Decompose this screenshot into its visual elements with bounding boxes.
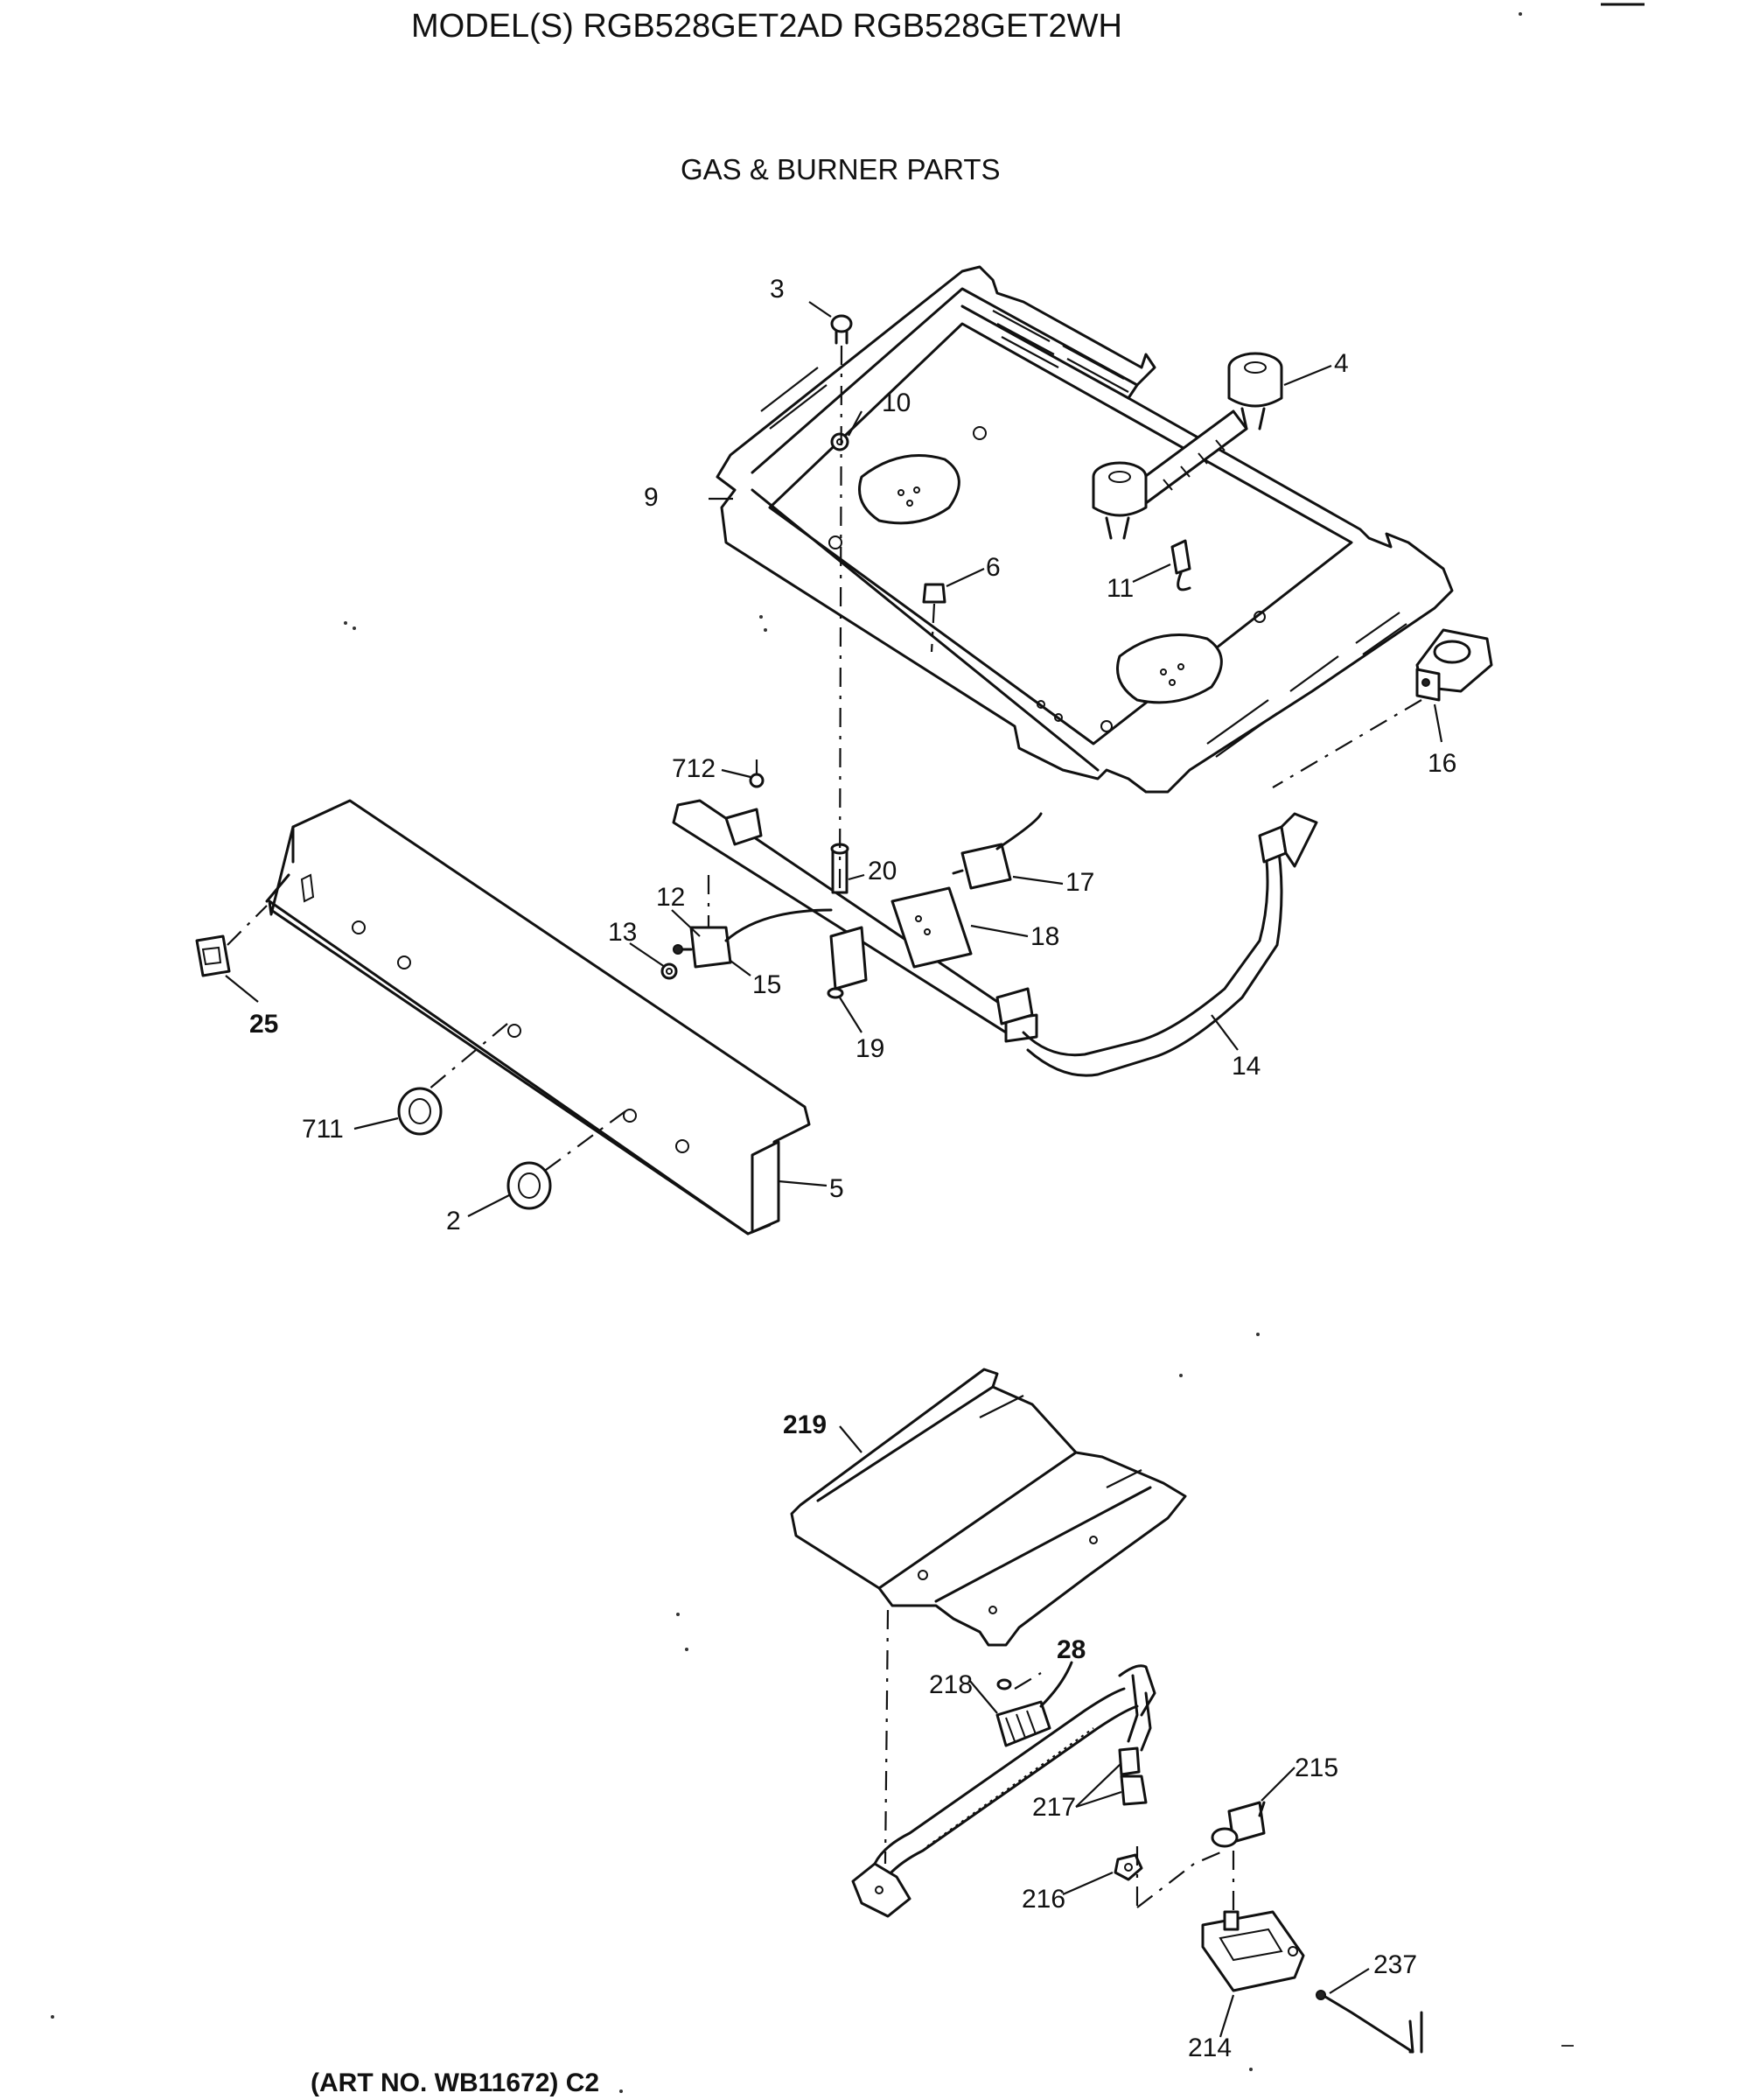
bracket-215 xyxy=(1211,1801,1266,1848)
tube-237 xyxy=(1316,1990,1423,2054)
callout-2: 2 xyxy=(446,1207,461,1236)
callout-25: 25 xyxy=(249,1010,278,1039)
callout-11: 11 xyxy=(1107,574,1134,603)
callout-6: 6 xyxy=(986,553,1001,582)
callout-712: 712 xyxy=(672,754,716,783)
screw-3 xyxy=(830,314,853,345)
callout-3: 3 xyxy=(770,275,785,304)
callout-214: 214 xyxy=(1188,2034,1232,2062)
callout-20: 20 xyxy=(868,857,897,886)
callout-18: 18 xyxy=(1030,922,1059,951)
callout-12: 12 xyxy=(656,883,685,912)
fitting-6 xyxy=(922,583,946,604)
callout-13: 13 xyxy=(608,918,637,947)
assembly-line-orifice xyxy=(838,345,843,893)
assembly-line-fitting xyxy=(930,603,936,653)
control-panel-5 xyxy=(265,799,811,1236)
callout-216: 216 xyxy=(1022,1885,1065,1914)
assembly-line-broiler xyxy=(883,1609,890,1865)
switch-17 xyxy=(952,812,1043,890)
assembly-line-clip xyxy=(227,905,268,946)
assembly-line-knob-711 xyxy=(428,1023,508,1090)
safety-valve-16 xyxy=(1415,628,1493,702)
callout-9: 9 xyxy=(644,483,659,512)
callout-10: 10 xyxy=(882,388,911,417)
knob-711 xyxy=(397,1087,443,1136)
bracket-18 xyxy=(890,886,973,969)
callout-218: 218 xyxy=(929,1670,973,1699)
callout-219: 219 xyxy=(783,1410,827,1439)
bracket-217 xyxy=(1118,1746,1148,1806)
assembly-line-215 xyxy=(1136,1849,1226,1908)
callout-28: 28 xyxy=(1057,1635,1086,1664)
assembly-line-knob-2 xyxy=(541,1110,626,1173)
callout-4: 4 xyxy=(1334,349,1349,378)
valve-214 xyxy=(1201,1910,1305,1992)
callout-5: 5 xyxy=(829,1174,844,1203)
callout-217: 217 xyxy=(1032,1793,1076,1822)
leader-lines xyxy=(225,301,1443,2038)
valve-15 xyxy=(673,908,833,969)
nut-216 xyxy=(1114,1853,1143,1881)
model-title: MODEL(S) RGB528GET2AD RGB528GET2WH xyxy=(411,8,1122,45)
burner-box xyxy=(716,265,1454,794)
broiler-shield-219 xyxy=(790,1368,1187,1647)
section-title: GAS & BURNER PARTS xyxy=(681,153,1001,186)
callout-237: 237 xyxy=(1373,1950,1417,1979)
clip-25 xyxy=(195,934,231,977)
assembly-line-valve xyxy=(1272,699,1422,788)
callout-215: 215 xyxy=(1295,1754,1338,1782)
broiler-burner xyxy=(851,1664,1156,1918)
washer-13 xyxy=(660,962,678,980)
callout-16: 16 xyxy=(1428,749,1456,778)
assembly-line-28 xyxy=(1014,1672,1042,1690)
igniter-218 xyxy=(995,1661,1073,1747)
scan-specks xyxy=(51,12,1574,2093)
top-burner-valve-assembly xyxy=(1092,352,1283,540)
igniter-bracket-11 xyxy=(1170,539,1191,592)
screw-28 xyxy=(996,1678,1012,1690)
callout-17: 17 xyxy=(1065,868,1094,897)
art-number: (ART NO. WB11672) C2 xyxy=(311,2068,599,2097)
callout-19: 19 xyxy=(856,1034,884,1063)
screw-712 xyxy=(749,773,765,788)
callout-15: 15 xyxy=(752,970,781,999)
callout-14: 14 xyxy=(1232,1052,1261,1081)
callout-711: 711 xyxy=(302,1115,344,1144)
manifold-14 xyxy=(672,799,1318,1077)
washer-10 xyxy=(830,432,849,452)
knob-2 xyxy=(506,1161,552,1210)
screw-19 xyxy=(827,987,844,999)
